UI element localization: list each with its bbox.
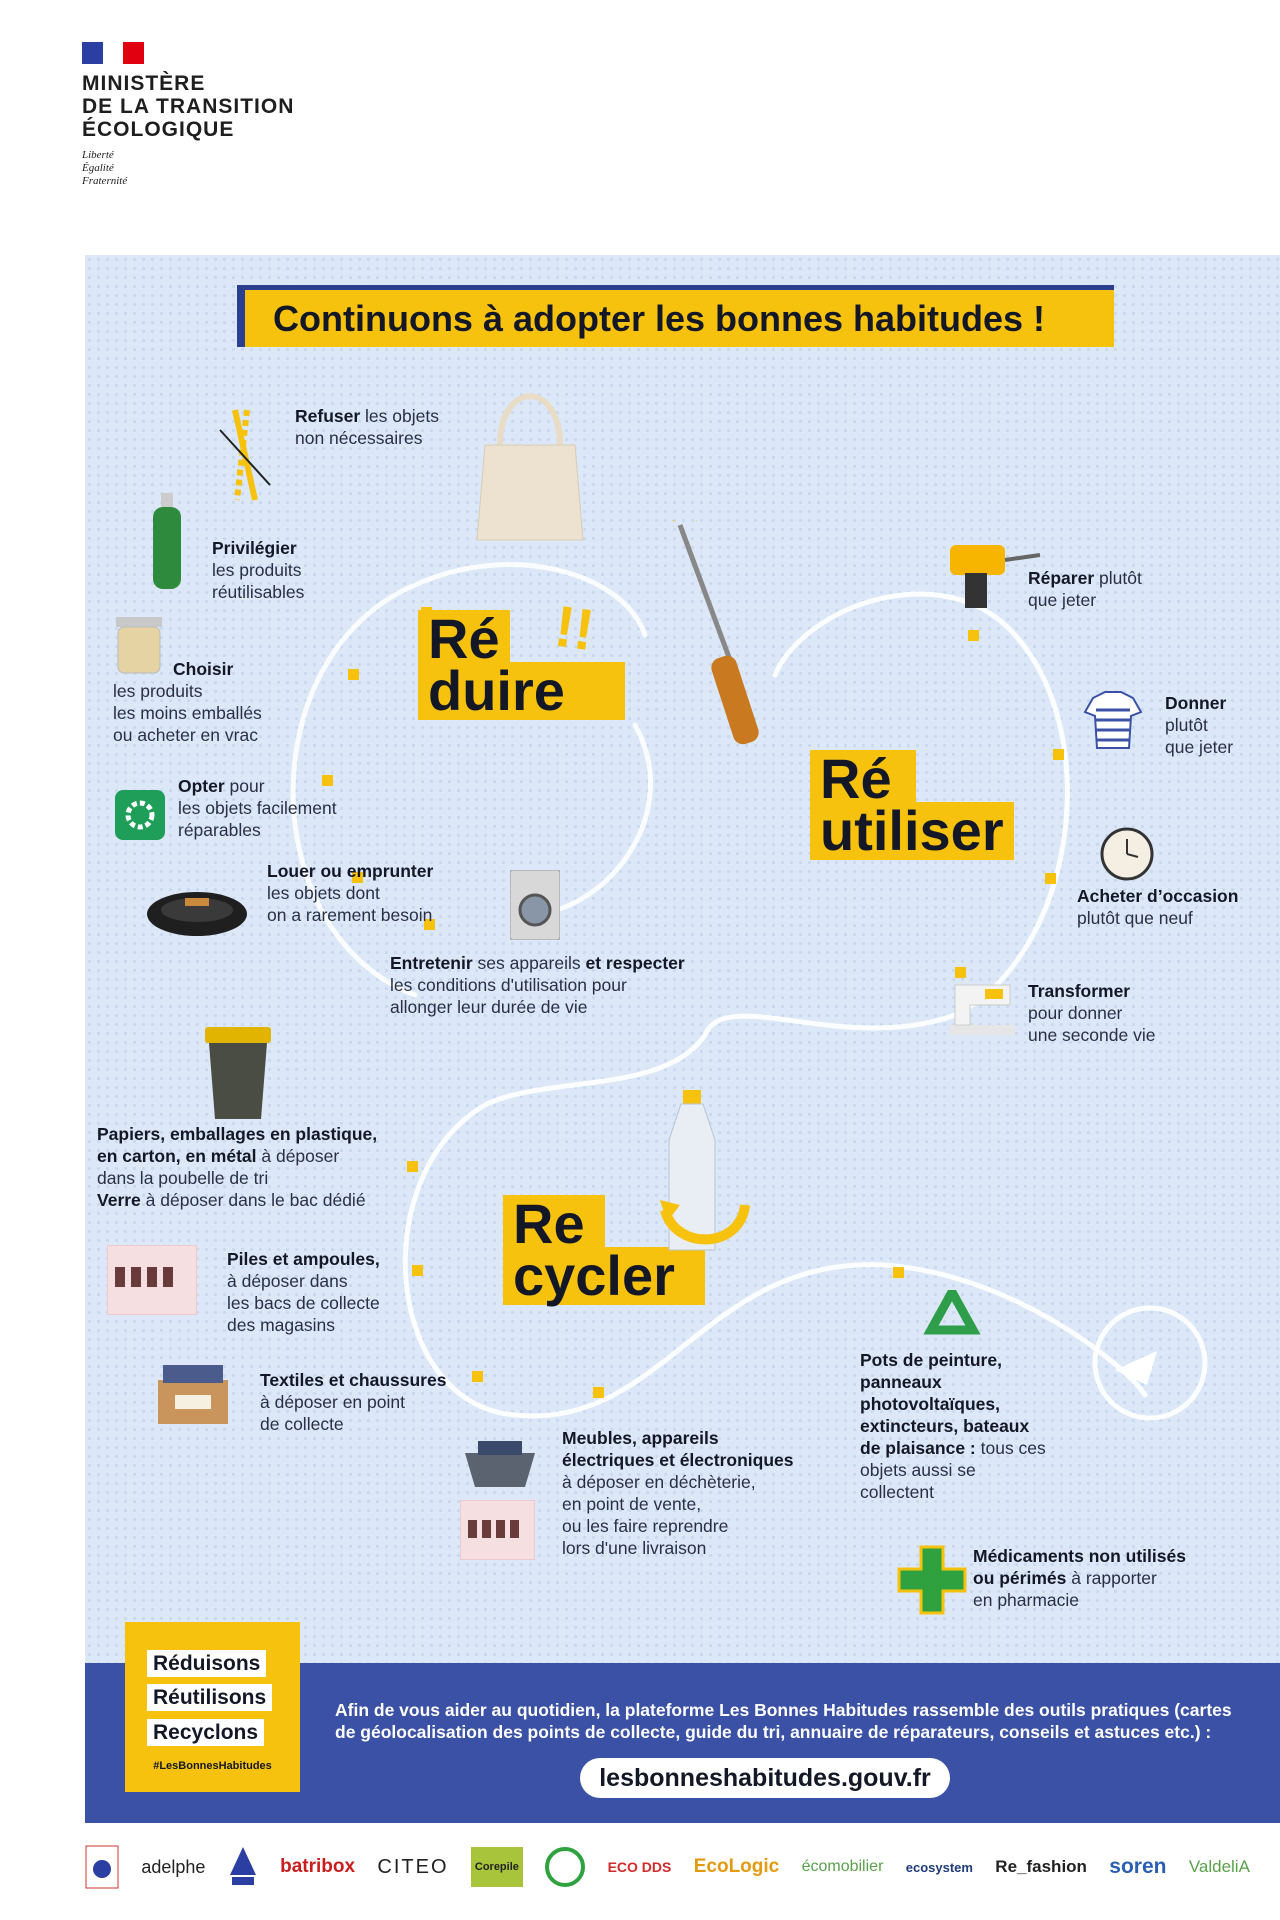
screwdriver-icon (672, 520, 759, 745)
drill-icon (950, 545, 1041, 608)
partner-ecomobilier: écomobilier (801, 1858, 884, 1875)
item-choisir: Choisir les produits les moins emballés … (113, 659, 262, 745)
trash-bin-icon (205, 1027, 271, 1119)
badge-word-recyclons: Recyclons (147, 1719, 265, 1746)
item-acheter: Acheter d’occasion plutôt que neuf (1077, 886, 1239, 928)
item-reparer: Réparer plutôt que jeter (1028, 568, 1142, 610)
section-reutiliser: Ré utiliser (810, 750, 1014, 860)
item-medicaments: Médicaments non utilisés ou périmés à ra… (973, 1546, 1186, 1610)
item-entretenir: Entretenir ses appareils et respecter le… (390, 953, 685, 1017)
item-opter: Opter pour les objets facilement réparab… (178, 776, 337, 840)
striped-shirt-icon (1083, 691, 1143, 749)
item-pots: Pots de peinture, panneaux photovoltaïqu… (860, 1350, 1046, 1502)
jar-icon (116, 617, 162, 674)
clock-icon (1100, 827, 1154, 881)
item-privilegier: Privilégier les produits réutilisables (212, 538, 305, 602)
item-meubles: Meubles, appareils électriques et électr… (562, 1428, 794, 1558)
item-textiles: Textiles et chaussures à déposer en poin… (260, 1370, 447, 1434)
slogan-badge: Réduisons Réutilisons Recyclons #LesBonn… (125, 1622, 300, 1792)
partner-corepile: Corepile (470, 1847, 523, 1887)
republic-motto: Liberté Égalité Fraternité (82, 149, 128, 187)
cyclamed-logo-icon (545, 1847, 586, 1887)
recycle-icon (923, 1290, 981, 1335)
item-louer: Louer ou emprunter les objets dont on a … (267, 861, 434, 925)
government-logo: MINISTÈRE DE LA TRANSITION ÉCOLOGIQUE Li… (82, 42, 294, 188)
ministry-name: MINISTÈRE DE LA TRANSITION ÉCOLOGIQUE (82, 72, 295, 141)
partner-ecosystem: ecosystem (905, 1859, 973, 1875)
shop-front-icon (107, 1245, 197, 1315)
french-flag-icon (82, 42, 145, 64)
section-reduire: Ré duire (418, 610, 625, 720)
sewing-machine-icon (950, 984, 1015, 1035)
partner-logos: adelphe batribox CITEO Corepile ECO DDS … (85, 1836, 1250, 1898)
partner-valdelia: ValdeliA (1188, 1857, 1250, 1876)
apes-logo-icon (229, 1847, 256, 1885)
partner-adelphe: adelphe (141, 1856, 206, 1877)
roof-box-icon (147, 892, 247, 936)
washing-machine-icon (510, 870, 560, 940)
item-refuser: Refuser les objets non nécessaires (295, 406, 439, 448)
water-bottle-icon (153, 493, 181, 589)
tote-bag-icon (476, 393, 584, 541)
item-transformer: Transformer pour donner une seconde vie (1028, 981, 1156, 1045)
repair-gear-icon (115, 790, 165, 840)
website-link[interactable]: lesbonneshabitudes.gouv.fr (580, 1758, 950, 1798)
item-papiers: Papiers, emballages en plastique, en car… (97, 1124, 378, 1210)
pharmacy-cross-icon (897, 1545, 967, 1615)
item-piles: Piles et ampoules, à déposer dans les ba… (227, 1249, 380, 1335)
partner-soren: soren (1109, 1855, 1167, 1878)
partner-eco-dds: ECO DDS (607, 1859, 672, 1875)
poster-title: Continuons à adopter les bonnes habitude… (237, 285, 1114, 347)
partner-batribox: batribox (280, 1856, 356, 1877)
plastic-bottle-icon (660, 1090, 750, 1251)
shop-front-small-icon (460, 1500, 535, 1560)
hashtag: #LesBonnesHabitudes (153, 1760, 272, 1772)
partner-refashion: Re_fashion (995, 1857, 1087, 1876)
dumpster-icon (465, 1441, 535, 1487)
straws-icon (219, 409, 271, 501)
partner-citeo: CITEO (377, 1855, 449, 1878)
item-donner: Donner plutôt que jeter (1165, 693, 1234, 757)
badge-word-reduisons: Réduisons (147, 1650, 267, 1677)
ademe-logo-icon (85, 1845, 119, 1889)
partner-ecologic: EcoLogic (693, 1856, 780, 1877)
section-recycler: Re cycler (503, 1195, 705, 1305)
info-text: Afin de vous aider au quotidien, la plat… (335, 1700, 1232, 1742)
badge-word-reutilisons: Réutilisons (147, 1684, 273, 1711)
poster-panel: Continuons à adopter les bonnes habitude… (85, 255, 1280, 1823)
donation-box-icon (158, 1365, 228, 1424)
